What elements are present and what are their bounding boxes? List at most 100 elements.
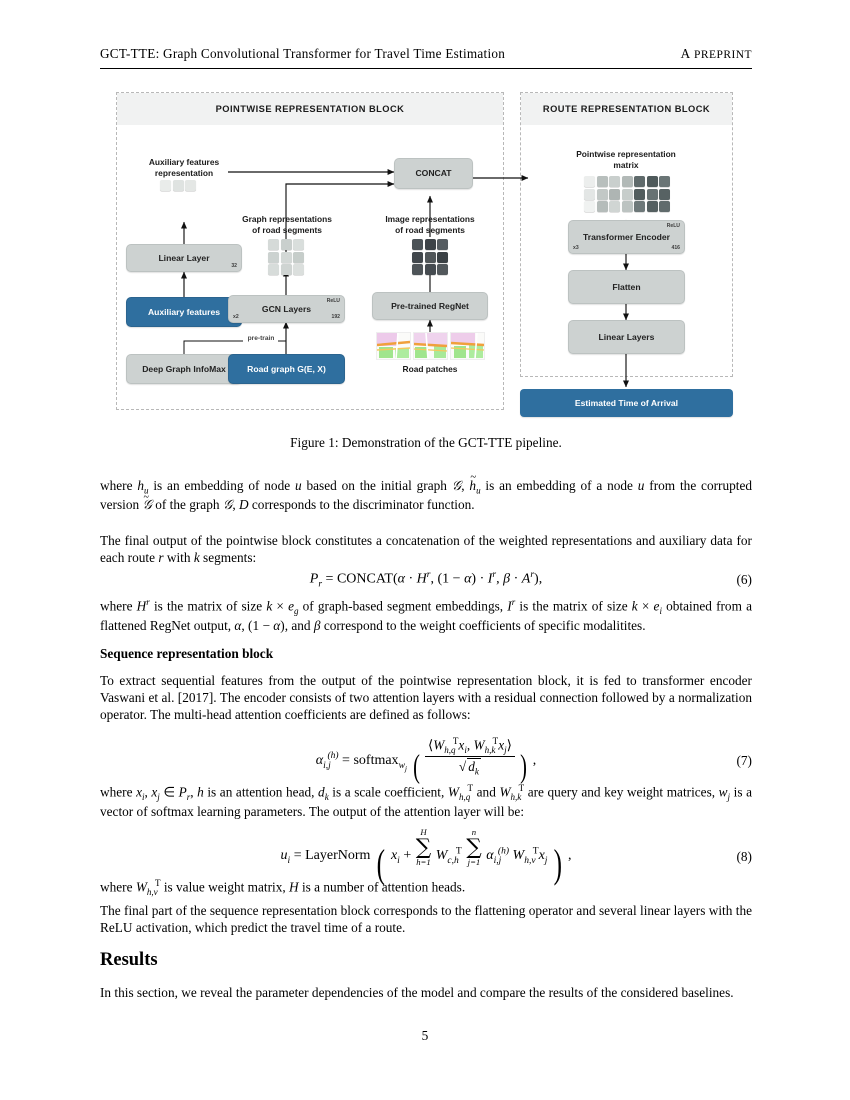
pointwise-matrix-cell <box>596 176 608 187</box>
aux-matrix-cell <box>185 180 196 191</box>
equation-7-body: αi,j(h) = softmaxwj ( ⟨Wh,qTxi, Wh,kTxj⟩… <box>315 736 537 785</box>
node-deep-graph-infomax[interactable]: Deep Graph InfoMax <box>126 354 242 384</box>
figure-caption: Figure 1: Demonstration of the GCT-TTE p… <box>290 435 562 450</box>
node-pretrained-regnet[interactable]: Pre-trained RegNet <box>372 292 488 320</box>
node-linear-layer-label: Linear Layer <box>158 252 210 263</box>
transformer-repeat-label: x3 <box>573 244 579 251</box>
pointwise-matrix-cell <box>659 176 670 187</box>
paragraph-final-output: The final output of the pointwise block … <box>100 533 752 565</box>
node-auxiliary-features-label: Auxiliary features <box>147 306 221 317</box>
image-representations-matrix <box>412 239 448 275</box>
pointwise-matrix-cell <box>659 188 670 200</box>
node-deep-graph-infomax-label: Deep Graph InfoMax <box>142 363 226 374</box>
equation-8-number: (8) <box>736 849 752 865</box>
preprint-a: A <box>680 46 691 61</box>
node-linear-layers[interactable]: Linear Layers <box>568 320 685 354</box>
equation-6-number: (6) <box>736 571 752 587</box>
graph-matrix-cell <box>293 251 304 263</box>
aux-matrix-cell <box>172 180 184 191</box>
image-matrix-cell <box>424 251 436 263</box>
gcn-repeat-label: x2 <box>233 313 239 320</box>
road-patch-1 <box>376 332 411 360</box>
pointwise-matrix-cell <box>584 188 595 200</box>
equation-6-body: Pr = CONCAT(α · Hr, (1 − α) · Ir, β · Ar… <box>309 570 543 590</box>
node-road-graph-label: Road graph G(E, X) <box>247 363 326 374</box>
transformer-relu-label: ReLU <box>666 223 680 229</box>
graph-matrix-cell <box>293 239 304 250</box>
pointwise-matrix-cell <box>609 201 620 212</box>
paragraph-final-part: The final part of the sequence represent… <box>100 903 752 935</box>
node-gcn-layers[interactable]: GCN Layers ReLU x2 192 <box>228 295 345 323</box>
pointwise-representation-matrix <box>584 176 670 212</box>
road-patches-label: Road patches <box>402 364 458 374</box>
route-block-title: ROUTE REPRESENTATION BLOCK <box>521 93 732 125</box>
graph-matrix-cell <box>268 251 279 263</box>
pointwise-matrix-cell <box>596 201 608 212</box>
node-linear-layers-label: Linear Layers <box>598 331 655 342</box>
pointwise-matrix-cell <box>609 188 620 200</box>
paragraph-value-weight-matrix: where Wh,vT is value weight matrix, H is… <box>100 878 466 898</box>
node-transformer-encoder[interactable]: Transformer Encoder ReLU x3 416 <box>568 220 685 254</box>
gcn-relu-label: ReLU <box>326 298 340 304</box>
pointwise-matrix-cell <box>646 201 658 212</box>
running-header-title: GCT-TTE: Graph Convolutional Transformer… <box>100 46 506 61</box>
pointwise-block-title: POINTWISE REPRESENTATION BLOCK <box>117 93 503 125</box>
running-header: GCT-TTE: Graph Convolutional Transformer… <box>100 46 752 62</box>
image-matrix-cell <box>412 251 423 263</box>
pointwise-matrix-cell <box>646 176 658 187</box>
image-matrix-cell <box>437 264 448 275</box>
node-concat[interactable]: CONCAT <box>394 158 473 189</box>
auxiliary-representation-matrix <box>160 180 196 191</box>
image-matrix-cell <box>437 251 448 263</box>
image-matrix-cell <box>424 239 436 250</box>
pointwise-matrix-cell <box>621 201 633 212</box>
road-patches-images <box>376 332 485 360</box>
image-matrix-cell <box>424 264 436 275</box>
node-pretrained-regnet-label: Pre-trained RegNet <box>391 300 469 311</box>
equation-8-body: ui = LayerNorm ( xi + H∑h=1 Wc,hT n∑j=1 … <box>280 827 572 886</box>
pointwise-matrix-cell <box>584 176 595 187</box>
node-road-graph[interactable]: Road graph G(E, X) <box>228 354 345 384</box>
pointwise-matrix-cell <box>596 188 608 200</box>
node-flatten[interactable]: Flatten <box>568 270 685 304</box>
paragraph-results-intro: In this section, we reveal the parameter… <box>100 985 734 1000</box>
node-flatten-label: Flatten <box>612 281 641 292</box>
node-concat-label: CONCAT <box>415 168 452 179</box>
gcn-dim-label: 192 <box>331 313 341 320</box>
node-auxiliary-features[interactable]: Auxiliary features <box>126 297 242 327</box>
figure-1: POINTWISE REPRESENTATION BLOCK ROUTE REP… <box>100 92 752 422</box>
pointwise-matrix-cell <box>634 201 645 212</box>
preprint-label: A PREPRINT <box>681 46 752 62</box>
heading-sequence-label: Sequence representation block <box>100 646 274 661</box>
pointwise-matrix-cell <box>584 201 595 212</box>
graph-matrix-cell <box>268 264 279 275</box>
pointwise-matrix-cell <box>621 188 633 200</box>
transformer-dim-label: 416 <box>671 244 681 251</box>
pointwise-matrix-cell <box>659 201 670 212</box>
paragraph-matrix-sizes: where Hr is the matrix of size k × eg of… <box>100 597 752 633</box>
equation-6: Pr = CONCAT(α · Hr, (1 − α) · Ir, β · Ar… <box>100 570 752 589</box>
paragraph-where-h: where hu is an embedding of node u based… <box>100 472 753 513</box>
pointwise-matrix-cell <box>646 188 658 200</box>
node-estimated-time-of-arrival[interactable]: Estimated Time of Arrival <box>520 389 733 417</box>
paragraph-transformer-encoder: To extract sequential features from the … <box>100 673 752 722</box>
graph-matrix-cell <box>268 239 279 250</box>
pointwise-matrix-cell <box>634 176 645 187</box>
node-gcn-layers-label: GCN Layers <box>261 303 312 314</box>
paragraph-final-output-line1: The final output of the pointwise block … <box>100 533 733 548</box>
road-patch-2 <box>413 332 448 360</box>
graph-representations-matrix <box>268 239 304 275</box>
image-matrix-cell <box>412 239 423 250</box>
pointwise-matrix-cell <box>634 188 645 200</box>
node-linear-layer[interactable]: Linear Layer 32 <box>126 244 242 272</box>
pointwise-matrix-cell <box>609 176 620 187</box>
node-transformer-encoder-label: Transformer Encoder <box>583 231 670 242</box>
pointwise-matrix-cell <box>621 176 633 187</box>
preprint-word: PREPRINT <box>694 49 752 61</box>
road-patch-3 <box>450 332 485 360</box>
graph-matrix-cell <box>293 264 304 275</box>
